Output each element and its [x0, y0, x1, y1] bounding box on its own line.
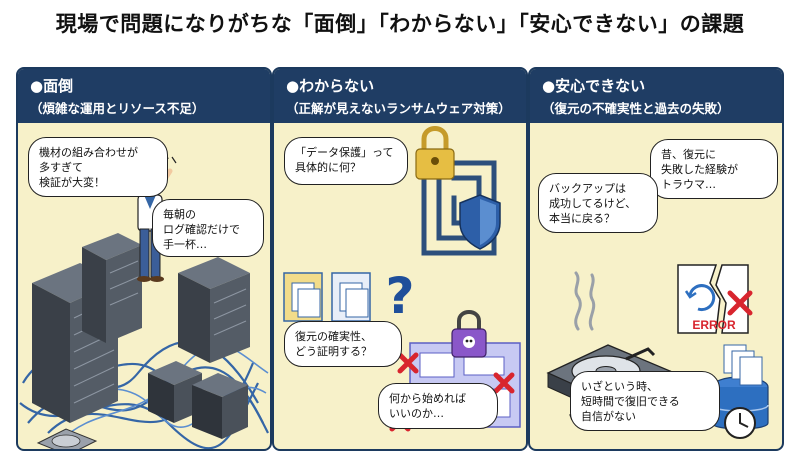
skull-lock-icon: [451, 310, 487, 358]
speech-bubble: 復元の確実性、 どう証明する？: [284, 321, 402, 367]
padlock-icon: [415, 126, 455, 180]
shield-icon: [459, 194, 501, 250]
speech-bubble: いざという時、 短時間で復旧できる 自信がない: [570, 371, 720, 431]
speech-bubble: バックアップは 成功してるけど、 本当に戻る？: [538, 173, 658, 233]
page-title: 現場で問題になりがちな「面倒」「わからない」「安心できない」の課題: [55, 12, 745, 36]
panel-subtitle: （正解が見えないランサムウェア対策）: [286, 101, 511, 116]
panel-title: ●面倒: [30, 77, 74, 95]
nas-device-icon: [192, 373, 248, 439]
panel-illustration: [19, 151, 269, 449]
documents-icon: [283, 272, 371, 322]
server-rack-icon: [82, 233, 142, 343]
server-rack-icon: [178, 257, 250, 363]
speech-bubble: 昔、復元に 失敗した経験が トラウマ…: [650, 139, 778, 199]
smoke-icon: [574, 271, 596, 331]
panel-mendou: ●面倒 （煩雑な運用とリソース不足）: [16, 67, 272, 451]
hard-drive-icon: [36, 428, 98, 449]
panel-title: ●わからない: [286, 77, 375, 95]
documents-icon: [723, 344, 763, 386]
panel-subtitle: （煩雑な運用とリソース不足）: [30, 101, 205, 116]
error-label: ERROR: [692, 318, 736, 332]
panel-subtitle: （復元の不確実性と過去の失敗）: [542, 101, 730, 116]
cross-icon: [727, 290, 753, 316]
question-mark: ?: [385, 267, 414, 325]
panel-anshin-dekinai: ●安心できない （復元の不確実性と過去の失敗）: [528, 67, 784, 451]
speech-bubble: 「データ保護」って 具体的に何？: [284, 137, 408, 185]
panel-header: ●面倒 （煩雑な運用とリソース不足）: [18, 69, 270, 123]
panel-wakaranai: ●わからない （正解が見えないランサムウェア対策） ?: [272, 67, 528, 451]
speech-bubble: 毎朝の ログ確認だけで 手一杯…: [152, 199, 264, 257]
panel-header: ●安心できない （復元の不確実性と過去の失敗）: [530, 69, 782, 123]
panel-title: ●安心できない: [542, 77, 646, 95]
speech-bubble: 何から始めれば いいのか…: [378, 383, 498, 429]
clock-icon: [724, 407, 756, 439]
panel-header: ●わからない （正解が見えないランサムウェア対策）: [274, 69, 526, 123]
error-document-icon: ERROR: [677, 264, 749, 334]
speech-bubble: 機材の組み合わせが 多すぎて 検証が大変！: [28, 137, 168, 197]
